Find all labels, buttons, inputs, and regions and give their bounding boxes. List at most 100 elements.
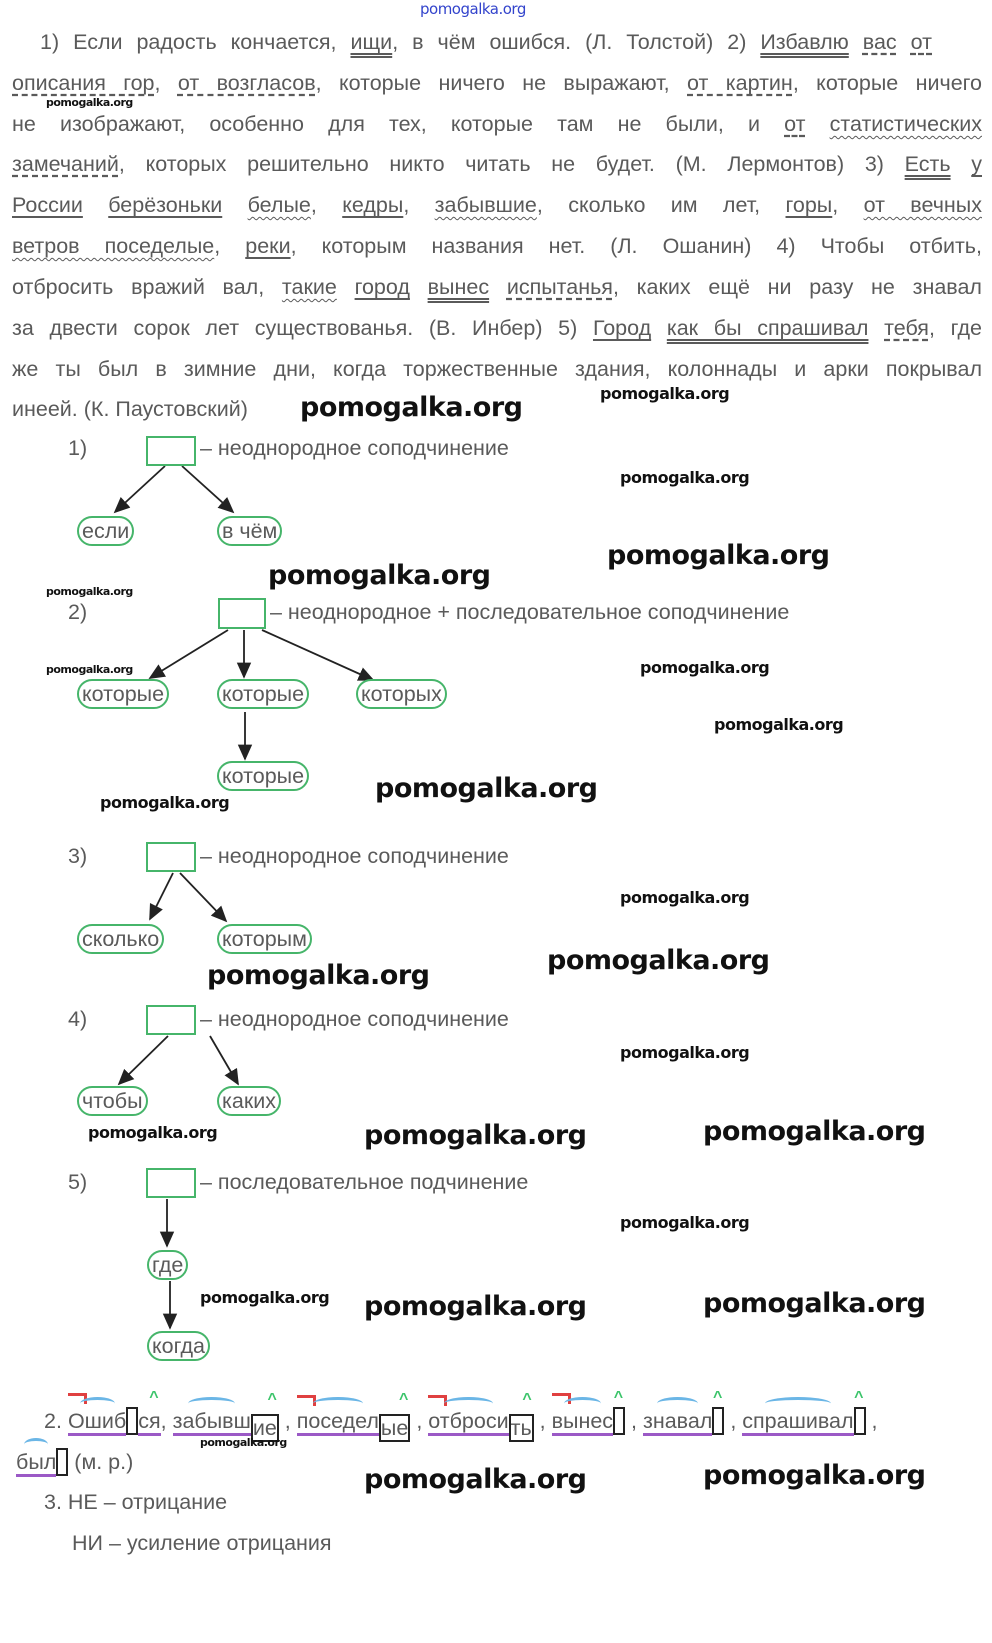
morpheme-analysis-line: 2.Ошиб^ся, забывш^ие , поседел^ые , отбр… (44, 1389, 878, 1442)
separator: , (865, 1409, 878, 1433)
watermark: pomogalka.org (268, 560, 491, 591)
watermark: pomogalka.org (200, 1288, 330, 1307)
text-segment: , каких ещё ни разу не знавал (612, 275, 982, 299)
underlined-sentence-member: от (910, 30, 932, 54)
clause-oval: которым (217, 924, 312, 954)
text-line: отбросить вражий вал, такие город вынес … (12, 274, 982, 300)
underlined-sentence-member: горы (785, 193, 833, 217)
underlined-sentence-member: забывшие (434, 193, 537, 217)
watermark: pomogalka.org (607, 540, 830, 571)
word-stem: отброси (428, 1409, 509, 1436)
diagram-3-number: 3) (68, 844, 88, 868)
underlined-sentence-member: тебя (884, 316, 929, 340)
morpheme-analysis-line-2: был (м. р.) (16, 1448, 134, 1477)
watermark: pomogalka.org (364, 1464, 587, 1495)
watermark: pomogalka.org (88, 1123, 218, 1142)
postfix: ся (138, 1409, 161, 1436)
separator: , (410, 1409, 429, 1433)
clause-oval: где (147, 1250, 189, 1280)
watermark: pomogalka.org (420, 0, 526, 18)
main-clause-box (218, 598, 266, 629)
clause-oval: каких (217, 1086, 282, 1116)
watermark: pomogalka.org (600, 384, 730, 403)
main-clause-box (146, 436, 196, 466)
word-stem: спрашивал (742, 1409, 854, 1436)
section-3-line-1: 3. НЕ – отрицание (44, 1490, 228, 1514)
word-stem: Ошиб (67, 1409, 127, 1436)
diagram-5-number: 5) (68, 1170, 88, 1194)
text-segment: же ты был в зимние дни, когда торжествен… (12, 357, 982, 381)
watermark: pomogalka.org (46, 585, 133, 598)
text-line: не изображают, особенно для тех, которые… (12, 111, 982, 137)
diagram-2-label: – неоднородное + последовательное соподч… (270, 600, 790, 624)
watermark: pomogalka.org (620, 1213, 750, 1232)
watermark: pomogalka.org (640, 658, 770, 677)
text-segment: , сколько им лет, (536, 193, 786, 217)
watermark: pomogalka.org (703, 1288, 926, 1319)
text-segment: , которым названия нет. (Л. Ошанин) 4) Ч… (290, 234, 982, 258)
watermark: pomogalka.org (207, 960, 430, 991)
watermark: pomogalka.org (46, 96, 133, 109)
ending-box (126, 1407, 139, 1435)
ending-box (853, 1407, 866, 1435)
separator: , (278, 1409, 297, 1433)
clause-oval: которые (217, 679, 310, 709)
text-line: 1) Если радость кончается, ищи, в чём ош… (40, 29, 932, 55)
text-segment: , которые ничего (792, 71, 982, 95)
text-segment: , (154, 71, 178, 95)
watermark: pomogalka.org (714, 715, 844, 734)
morpheme-word: вынес^ (551, 1389, 626, 1436)
main-clause-box (146, 1005, 196, 1035)
text-segment: , (214, 234, 246, 258)
text-segment: , где (928, 316, 982, 340)
underlined-sentence-member: ищи (350, 30, 393, 54)
clause-oval: в чём (217, 516, 283, 546)
gender-note: (м. р.) (74, 1450, 134, 1474)
underlined-sentence-member: как бы спрашивал (666, 316, 869, 340)
underlined-sentence-member: такие (281, 275, 337, 299)
text-segment: отбросить вражий вал, (12, 275, 282, 299)
watermark: pomogalka.org (46, 663, 133, 676)
underlined-sentence-member: ветров поседелые (12, 234, 215, 258)
watermark: pomogalka.org (364, 1120, 587, 1151)
underlined-sentence-member: от (784, 112, 806, 136)
word-stem: был (16, 1450, 57, 1477)
ending-box (613, 1407, 626, 1435)
text-segment: , (310, 193, 343, 217)
diagram-2-number: 2) (68, 600, 88, 624)
morpheme-word: спрашивал^ (742, 1389, 866, 1436)
watermark: pomogalka.org (620, 468, 750, 487)
clause-oval: которые (77, 679, 170, 709)
watermark: pomogalka.org (300, 392, 523, 423)
suffix-mark: ^ (522, 1391, 532, 1408)
text-segment: , в чём ошибся. (Л. Толстой) 2) (392, 30, 761, 54)
morpheme-word: забывш^ие (172, 1391, 279, 1442)
underlined-sentence-member: Есть (904, 152, 951, 176)
watermark: pomogalka.org (703, 1116, 926, 1147)
underlined-sentence-member: Избавлю (760, 30, 849, 54)
text-line: за двести сорок лет существованья. (В. И… (12, 315, 982, 341)
word-stem: знавал (642, 1409, 713, 1436)
suffix-mark: ^ (713, 1389, 723, 1406)
text-segment: не изображают, особенно для тех, которые… (12, 112, 785, 136)
watermark: pomogalka.org (547, 945, 770, 976)
diagram-4-number: 4) (68, 1007, 88, 1031)
text-line: России берёзоньки белые, кедры, забывшие… (12, 192, 982, 218)
underlined-sentence-member: описания гор (12, 71, 155, 95)
clause-oval: чтобы (77, 1086, 148, 1116)
separator: , (533, 1409, 552, 1433)
underlined-sentence-member: России (12, 193, 83, 217)
text-segment: , которые ничего не выражают, (315, 71, 688, 95)
text-segment: инеей. (К. Паустовский) (12, 397, 248, 421)
clause-oval: когда (147, 1331, 210, 1361)
watermark: pomogalka.org (200, 1436, 287, 1449)
watermark: pomogalka.org (364, 1291, 587, 1322)
morpheme-word: Ошиб^ся (67, 1389, 161, 1436)
separator: , (160, 1409, 173, 1433)
underlined-sentence-member: берёзоньки (108, 193, 223, 217)
section-3-line-2: НИ – усиление отрицания (72, 1531, 332, 1555)
underlined-sentence-member: Город (592, 316, 652, 340)
watermark: pomogalka.org (620, 888, 750, 907)
